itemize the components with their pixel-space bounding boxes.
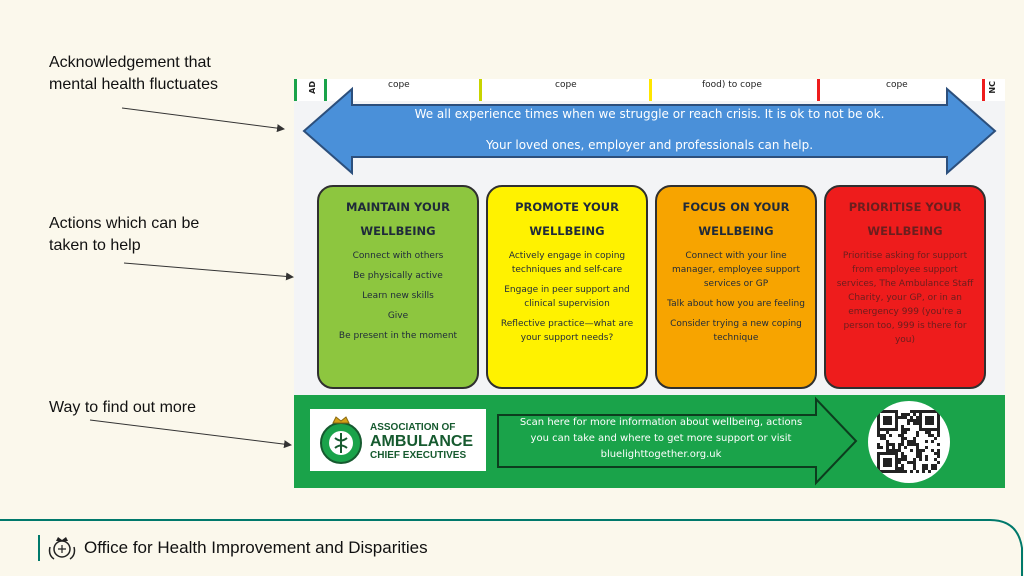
card-prioritise-wellbeing: PRIORITISE YOUR WELLBEING Prioritise ask… — [824, 185, 986, 389]
card-item: Be present in the moment — [338, 331, 458, 341]
banner-line2: Your loved ones, employer and profession… — [485, 138, 814, 152]
card-title-line1: MAINTAIN YOUR — [346, 200, 450, 214]
card-item: Engage in peer support and clinical supe… — [504, 285, 630, 309]
annotation-find-out: Way to find out more — [49, 397, 196, 419]
card-item: Prioritise asking for support from emplo… — [836, 251, 974, 345]
footer-message: Scan here for more information about wel… — [506, 415, 816, 463]
coping-word: cope — [388, 80, 410, 90]
card-title-line1: PRIORITISE YOUR — [848, 200, 962, 214]
card-item: Connect with others — [352, 251, 444, 261]
coping-word: cope — [555, 80, 577, 90]
banner-arrow — [302, 86, 997, 176]
annotation-actions: Actions which can be taken to help — [49, 213, 199, 257]
card-item: Actively engage in coping techniques and… — [508, 251, 626, 275]
annotation-actions-line1: Actions which can be — [49, 215, 200, 232]
annotation-actions-line2: taken to help — [49, 237, 141, 254]
footer-arrow — [497, 396, 858, 486]
pointer-arrow-actions — [123, 262, 294, 281]
card-item: Talk about how you are feeling — [667, 299, 805, 309]
annotation-fluctuates: Acknowledgement that mental health fluct… — [49, 52, 218, 96]
card-title-line2: WELLBEING — [360, 224, 436, 238]
card-title-line1: FOCUS ON YOUR — [682, 200, 790, 214]
footer-line1: Scan here for more information about wel… — [519, 417, 803, 428]
coping-strip: AD cope cope food) to cope cope NC — [294, 79, 1005, 101]
wellbeing-poster: AD cope cope food) to cope cope NC We al… — [294, 79, 1005, 488]
aace-logo: ASSOCIATION OF AMBULANCE CHIEF EXECUTIVE… — [310, 409, 486, 471]
annotation-fluctuates-line1: Acknowledgement that — [49, 54, 211, 71]
brand-name: Office for Health Improvement and Dispar… — [84, 538, 428, 557]
footer-line2: you can take and where to get more suppo… — [530, 433, 792, 444]
card-title-line1: PROMOTE YOUR — [515, 200, 619, 214]
brand-divider — [38, 535, 40, 561]
card-item: Connect with your line manager, employee… — [671, 251, 800, 289]
card-promote-wellbeing: PROMOTE YOUR WELLBEING Actively engage i… — [486, 185, 648, 389]
coping-word: food) to cope — [702, 80, 762, 90]
card-title: PROMOTE YOUR WELLBEING — [494, 195, 640, 243]
card-item: Be physically active — [353, 271, 443, 281]
qr-code-icon — [877, 410, 940, 473]
royal-crest-icon — [48, 537, 76, 560]
footer-line3[interactable]: bluelighttogether.org.uk — [600, 449, 722, 460]
card-item: Learn new skills — [362, 291, 434, 301]
banner-line1: We all experience times when we struggle… — [414, 107, 885, 121]
brand-footer: Office for Health Improvement and Dispar… — [38, 532, 428, 564]
card-maintain-wellbeing: MAINTAIN YOUR WELLBEING Connect with oth… — [317, 185, 479, 389]
card-item: Give — [387, 311, 409, 321]
ambulance-crest-icon — [320, 416, 362, 464]
card-title-line2: WELLBEING — [529, 224, 605, 238]
qr-code[interactable] — [868, 401, 950, 483]
logo-line3: CHIEF EXECUTIVES — [370, 450, 467, 461]
logo-line2: AMBULANCE — [370, 433, 474, 450]
pointer-arrow-find-out — [89, 419, 292, 449]
poster-footer: ASSOCIATION OF AMBULANCE CHIEF EXECUTIVE… — [294, 395, 1005, 488]
pointer-arrow-fluctuates — [121, 107, 285, 133]
card-title-line2: WELLBEING — [867, 224, 943, 238]
aace-logo-text: ASSOCIATION OF AMBULANCE CHIEF EXECUTIVE… — [370, 422, 473, 461]
card-title: MAINTAIN YOUR WELLBEING — [325, 195, 471, 243]
annotation-find-out-line1: Way to find out more — [49, 399, 197, 416]
coping-word: cope — [886, 80, 908, 90]
card-title-line2: WELLBEING — [698, 224, 774, 238]
card-title: PRIORITISE YOUR WELLBEING — [832, 195, 978, 243]
card-title: FOCUS ON YOUR WELLBEING — [663, 195, 809, 243]
card-focus-wellbeing: FOCUS ON YOUR WELLBEING Connect with you… — [655, 185, 817, 389]
annotation-fluctuates-line2: mental health fluctuates — [49, 76, 218, 93]
logo-line1: ASSOCIATION OF — [370, 422, 456, 433]
card-item: Reflective practice—what are your suppor… — [500, 319, 634, 343]
card-item: Consider trying a new coping technique — [670, 319, 802, 343]
